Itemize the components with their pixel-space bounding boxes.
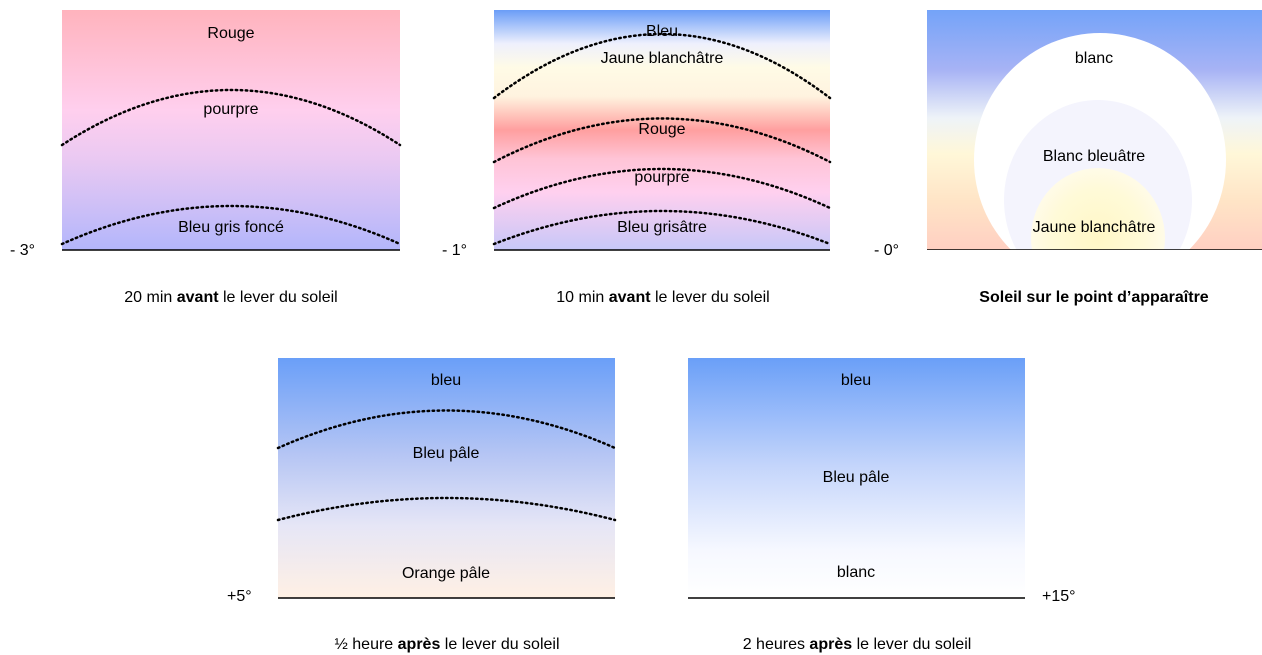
panel-caption: 2 heures après le lever du soleil — [742, 636, 972, 653]
sky-panel-plus-15: bleu Bleu pâle blanc — [688, 358, 1025, 599]
panel-caption: 10 min avant le lever du soleil — [556, 289, 770, 306]
panel-caption: ½ heure après le lever du soleil — [334, 636, 560, 653]
sky-gradient-minus-3 — [60, 10, 402, 251]
boundary-line — [276, 496, 617, 522]
boundary-line — [276, 409, 617, 450]
sky-label: Blanc bleuâtre — [1042, 148, 1146, 165]
altitude-label: - 0° — [874, 242, 900, 259]
sky-label: Jaune blanchâtre — [600, 50, 724, 67]
sky-label: bleu — [840, 372, 872, 389]
panel-caption: Soleil sur le point d’apparaître — [979, 289, 1209, 306]
altitude-label: - 1° — [442, 242, 468, 259]
sky-label: Jaune blanchâtre — [1032, 219, 1156, 236]
sky-label: Orange pâle — [401, 565, 491, 582]
sky-gradient-plus-15 — [688, 358, 1025, 599]
sky-label: blanc — [1074, 50, 1114, 67]
sky-gradient-plus-5 — [276, 358, 617, 599]
sky-label: Bleu — [645, 23, 679, 40]
boundary-line — [60, 88, 402, 147]
sky-label: Bleu grisâtre — [617, 219, 707, 236]
boundary-line — [492, 167, 832, 210]
boundary-line — [492, 32, 832, 100]
sky-label: Bleu pâle — [412, 445, 480, 462]
panel-caption: 20 min avant le lever du soleil — [124, 289, 338, 306]
sky-panel-zero: blanc Blanc bleuâtre Jaune blanchâtre — [927, 10, 1262, 250]
sky-panel-minus-3: Rouge pourpre Bleu gris foncé — [60, 10, 402, 251]
altitude-label: +5° — [227, 588, 252, 605]
sky-gradient-minus-1 — [492, 10, 832, 251]
sky-label: Rouge — [207, 25, 255, 42]
sky-label: Bleu gris foncé — [178, 219, 284, 236]
altitude-label: +15° — [1042, 588, 1076, 605]
sky-label: pourpre — [634, 169, 690, 186]
sky-label: pourpre — [203, 101, 259, 118]
sky-gradient-zero — [927, 10, 1262, 250]
sky-label: Rouge — [638, 121, 686, 138]
boundary-line — [492, 209, 832, 246]
altitude-label: - 3° — [10, 242, 36, 259]
sky-label: bleu — [430, 372, 462, 389]
sky-panel-plus-5: bleu Bleu pâle Orange pâle — [276, 358, 617, 599]
boundary-line — [492, 117, 832, 164]
sky-label: blanc — [836, 564, 876, 581]
sky-panel-minus-1: Bleu Jaune blanchâtre Rouge pourpre Bleu… — [492, 10, 832, 251]
boundary-line — [60, 204, 402, 246]
sky-label: Bleu pâle — [822, 469, 890, 486]
